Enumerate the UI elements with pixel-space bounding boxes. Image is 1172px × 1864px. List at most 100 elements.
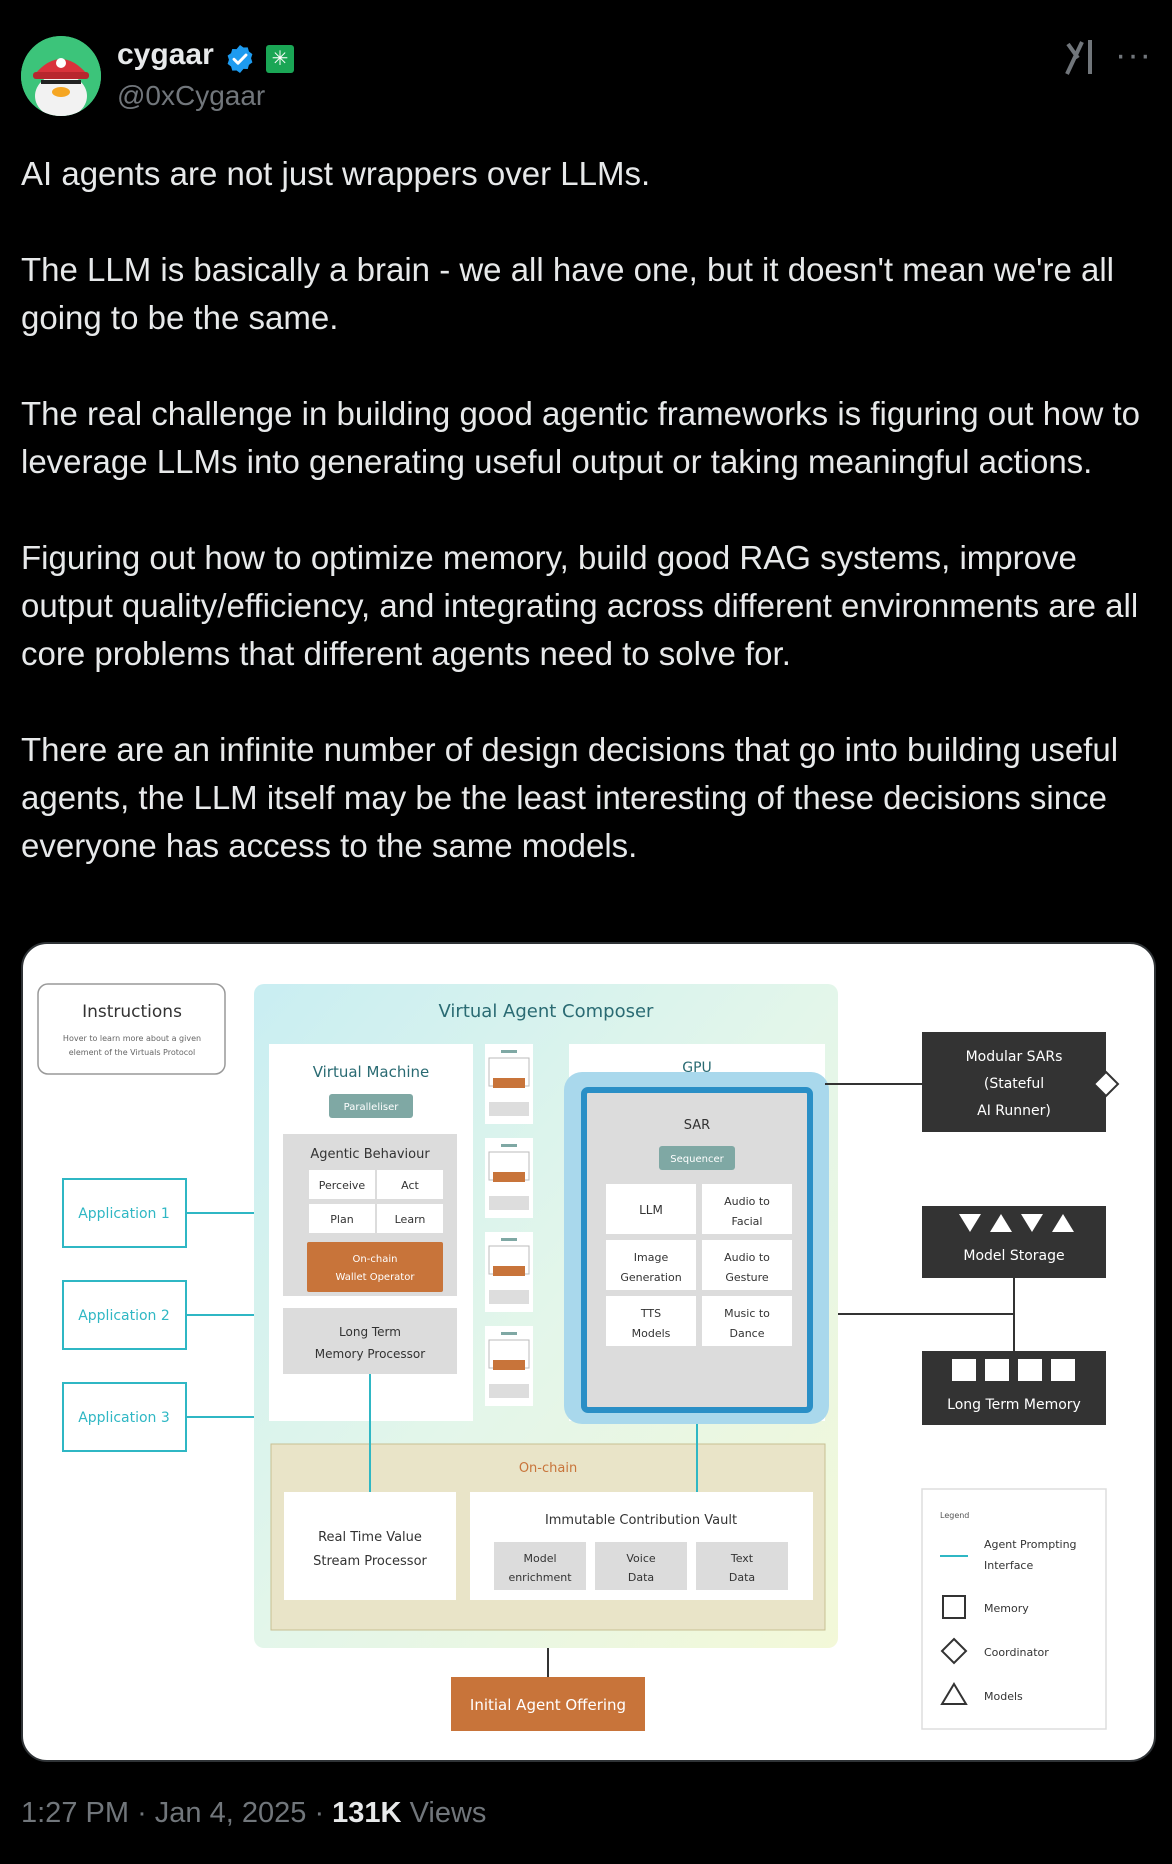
legend-memory-icon xyxy=(942,1595,966,1619)
instructions-text: element of the Virtuals Protocol xyxy=(69,1048,196,1057)
model-enrichment-label: Model xyxy=(523,1552,556,1565)
legend-api-label: Agent Prompting xyxy=(984,1538,1077,1551)
modular-sars-box xyxy=(922,1032,1106,1132)
tweet-paragraph: There are an infinite number of design d… xyxy=(21,731,1119,864)
audio-gesture-box xyxy=(702,1240,792,1290)
modular-sars-label: AI Runner) xyxy=(977,1103,1051,1119)
music-dance-label: Dance xyxy=(730,1327,765,1340)
application-1-label: Application 1 xyxy=(78,1206,170,1222)
sequencer-box xyxy=(659,1146,735,1170)
views-label: Views xyxy=(409,1797,487,1829)
legend-coordinator-icon xyxy=(940,1637,968,1665)
perceive-label: Perceive xyxy=(319,1179,366,1192)
learn-box xyxy=(377,1204,443,1233)
perceive-box xyxy=(309,1170,375,1199)
legend-models-label: Models xyxy=(984,1690,1023,1703)
text-data-label: Data xyxy=(729,1571,755,1584)
tweet-time[interactable]: 1:27 PM xyxy=(21,1797,129,1829)
separator-dot: · xyxy=(137,1797,147,1829)
tweet-paragraph: The real challenge in building good agen… xyxy=(21,395,1140,480)
architecture-diagram: Instructions Hover to learn more about a… xyxy=(37,983,1120,1731)
vm-title: Virtual Machine xyxy=(313,1063,430,1081)
composer-title: Virtual Agent Composer xyxy=(439,1001,655,1022)
legend-coordinator-label: Coordinator xyxy=(984,1646,1049,1659)
audio-gesture-label: Audio to xyxy=(724,1251,770,1264)
music-dance-label: Music to xyxy=(724,1307,770,1320)
learn-label: Learn xyxy=(395,1213,426,1226)
llm-box xyxy=(606,1184,696,1234)
initial-offering-box xyxy=(451,1677,645,1731)
wallet-operator-label: On-chain xyxy=(353,1254,398,1265)
legend-api-label: Interface xyxy=(984,1559,1033,1572)
models-triangle-icons xyxy=(959,1214,1074,1232)
avatar[interactable] xyxy=(21,36,101,116)
application-2-box xyxy=(62,1280,187,1350)
author-name[interactable]: cygaar xyxy=(117,38,214,71)
model-enrichment-label: enrichment xyxy=(508,1571,572,1584)
long-term-memory-label: Long Term Memory xyxy=(947,1397,1081,1413)
llm-label: LLM xyxy=(639,1203,663,1217)
image-gen-label: Image xyxy=(634,1251,669,1264)
instructions-text: Hover to learn more about a given xyxy=(63,1034,201,1043)
author-handle[interactable]: @0xCygaar xyxy=(117,80,266,111)
initial-offering-label: Initial Agent Offering xyxy=(470,1696,626,1714)
verified-badge-icon xyxy=(227,45,253,73)
text-data-label: Text xyxy=(730,1552,754,1565)
rtv-stream-label: Stream Processor xyxy=(313,1554,427,1569)
legend-box xyxy=(921,1488,1107,1730)
tweet-paragraph: The LLM is basically a brain - we all ha… xyxy=(21,251,1114,336)
affiliate-badge-icon[interactable]: ✳ xyxy=(266,45,294,73)
onchain-label: On-chain xyxy=(519,1461,577,1476)
audio-facial-label: Facial xyxy=(732,1215,763,1228)
ltmp-label: Long Term xyxy=(339,1325,401,1339)
more-options-icon[interactable]: ··· xyxy=(1115,36,1152,74)
tts-box xyxy=(606,1296,696,1346)
legend-models-icon xyxy=(940,1682,968,1705)
instructions-title: Instructions xyxy=(82,1002,182,1022)
wallet-operator-label: Wallet Operator xyxy=(336,1272,416,1283)
plan-label: Plan xyxy=(330,1213,353,1226)
tweet-paragraph: AI agents are not just wrappers over LLM… xyxy=(21,155,651,192)
application-3-label: Application 3 xyxy=(78,1410,170,1426)
voice-data-label: Data xyxy=(628,1571,654,1584)
model-storage-box xyxy=(922,1206,1106,1278)
voice-data-box xyxy=(595,1542,687,1590)
modular-sars-label: Modular SARs xyxy=(966,1049,1063,1065)
tweet-date[interactable]: Jan 4, 2025 xyxy=(154,1797,307,1829)
sequencer-label: Sequencer xyxy=(670,1154,724,1165)
modular-sars-label: (Stateful xyxy=(984,1076,1044,1092)
tweet-text: AI agents are not just wrappers over LLM… xyxy=(21,150,1156,918)
model-enrichment-box xyxy=(494,1542,586,1590)
voice-data-label: Voice xyxy=(626,1552,656,1565)
text-data-box xyxy=(696,1542,788,1590)
coordinator-icon xyxy=(1092,1070,1120,1098)
agentic-behaviour-title: Agentic Behaviour xyxy=(310,1147,430,1162)
parallelizer-label: Paralleliser xyxy=(344,1102,400,1113)
rtv-stream-label: Real Time Value xyxy=(318,1530,422,1545)
ltmp-label: Memory Processor xyxy=(315,1347,425,1361)
attached-image[interactable]: Instructions Hover to learn more about a… xyxy=(21,942,1156,1762)
audio-facial-label: Audio to xyxy=(724,1195,770,1208)
ltmp-box xyxy=(283,1308,457,1374)
tts-label: TTS xyxy=(640,1307,661,1320)
tweet-meta: 1:27 PM · Jan 4, 2025 · 131K Views xyxy=(21,1797,486,1830)
image-gen-box xyxy=(606,1240,696,1290)
plan-box xyxy=(309,1204,375,1233)
music-dance-box xyxy=(702,1296,792,1346)
image-gen-label: Generation xyxy=(620,1271,681,1284)
sar-label: SAR xyxy=(684,1118,710,1133)
wallet-operator-box xyxy=(307,1242,443,1292)
legend-memory-label: Memory xyxy=(984,1602,1029,1615)
tweet-paragraph: Figuring out how to optimize memory, bui… xyxy=(21,539,1139,672)
separator-dot: · xyxy=(314,1797,325,1829)
compute-node-icons xyxy=(485,1044,533,1406)
application-2-label: Application 2 xyxy=(78,1308,170,1324)
vault-label: Immutable Contribution Vault xyxy=(545,1513,737,1528)
views-count: 131K xyxy=(332,1797,402,1829)
application-3-box xyxy=(62,1382,187,1452)
long-term-memory-box xyxy=(922,1351,1106,1425)
avatar-image xyxy=(21,36,101,116)
grok-icon[interactable] xyxy=(1064,38,1098,76)
legend-title: Legend xyxy=(940,1511,969,1520)
model-storage-label: Model Storage xyxy=(963,1248,1064,1264)
